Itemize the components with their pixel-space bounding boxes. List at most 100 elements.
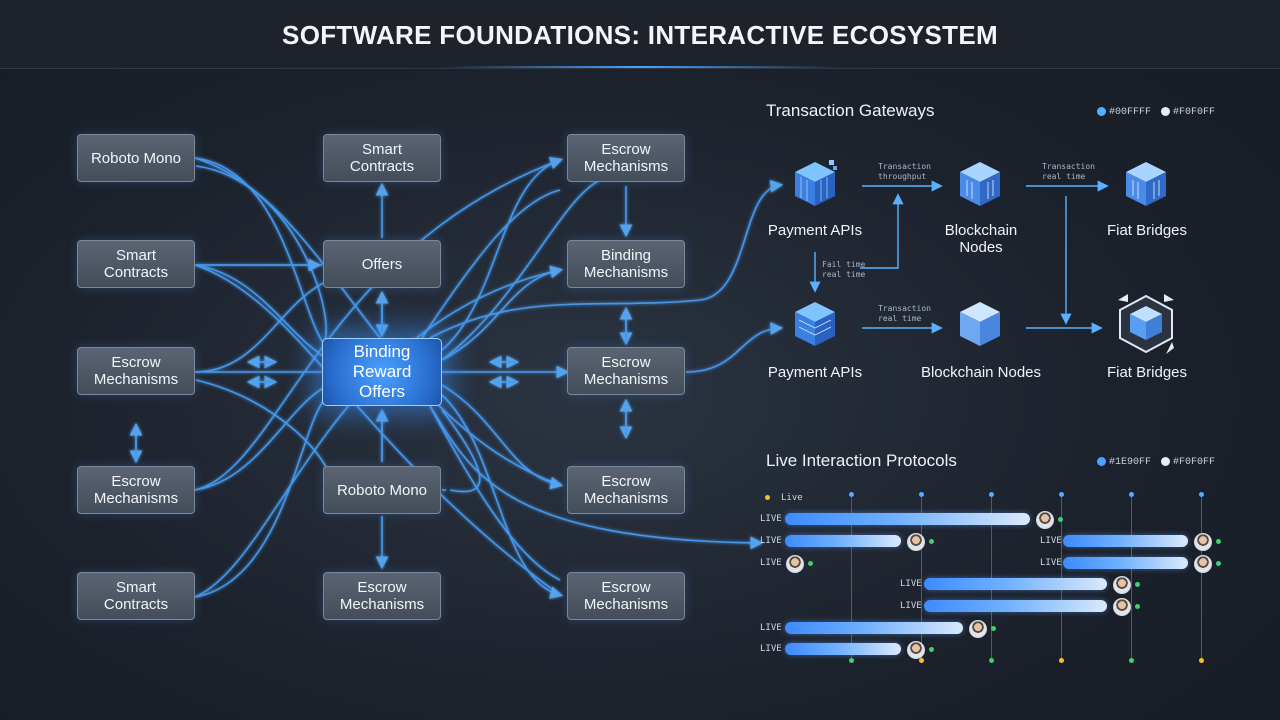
timeline-row-label: LIVE [900,601,922,611]
fiat-bridge-cube-icon [1126,162,1166,206]
hub-binding-reward-offers[interactable]: Binding Reward Offers [322,338,442,406]
user-avatar [969,620,988,638]
right-node-binding-mechanisms[interactable]: Binding Mechanisms [567,240,685,288]
title-underline-glow [440,66,840,68]
timeline-tick-dot [1059,492,1064,497]
legend-swatch [1097,457,1106,466]
timeline-bar [785,643,902,655]
timeline-tick-dot [919,492,924,497]
timeline-gridline [921,497,922,660]
edge-label-fail-time: Fail time real time [822,260,866,279]
timeline-bottom-dot [1059,658,1064,663]
gateways-legend: #00FFFF #F0F0FF [1097,107,1215,118]
left-node-smart-contracts-2[interactable]: Smart Contracts [77,572,195,620]
edge-label-throughput: Transaction throughput [878,162,931,181]
gateway-blockchain-nodes-2: Blockchain Nodes [920,364,1042,381]
timeline-tick-dot [849,492,854,497]
left-node-smart-contracts[interactable]: Smart Contracts [77,240,195,288]
timeline-tick-dot [1129,492,1134,497]
timeline-bottom-dot [1199,658,1204,663]
right-node-label: Escrow Mechanisms [583,141,669,175]
blockchain-node-cube-icon-2 [960,302,1000,346]
gateway-fiat-bridges: Fiat Bridges [1106,222,1188,239]
gateway-fiat-bridges-2: Fiat Bridges [1106,364,1188,381]
timeline-axis-label: Live [781,493,803,503]
left-node-escrow-mechanisms[interactable]: Escrow Mechanisms [77,347,195,395]
timeline-row-label: LIVE [760,644,782,654]
timeline-bottom-dot [1129,658,1134,663]
online-status-dot [929,647,935,652]
protocols-title: Live Interaction Protocols [766,451,957,470]
right-node-label: Escrow Mechanisms [583,473,669,507]
gateways-title: Transaction Gateways [766,101,935,120]
left-node-label: Smart Contracts [103,247,169,281]
right-node-label: Binding Mechanisms [583,247,669,281]
timeline-row-label: LIVE [760,514,782,524]
legend-label: #1E90FF [1109,457,1152,469]
legend-label: #F0F0FF [1173,457,1216,469]
timeline-bar [785,535,902,547]
page-title: SOFTWARE FOUNDATIONS: INTERACTIVE ECOSYS… [282,20,998,50]
timeline-bar [785,513,1030,525]
right-node-escrow-mechanisms-4[interactable]: Escrow Mechanisms [567,572,685,620]
timeline-bar [1063,535,1188,547]
edge-label-real-time: Transaction real time [1042,162,1095,181]
payment-api-cube-icon [795,160,837,206]
left-node-roboto-mono[interactable]: Roboto Mono [77,134,195,182]
title-bar: SOFTWARE FOUNDATIONS: INTERACTIVE ECOSYS… [0,0,1280,69]
hub-label: Binding Reward Offers [352,342,412,401]
online-status-dot [1215,561,1221,566]
timeline-bottom-dot [849,658,854,663]
left-node-escrow-mechanisms-2[interactable]: Escrow Mechanisms [77,466,195,514]
center-node-label: Offers [361,255,403,273]
timeline-row-label: LIVE [900,579,922,589]
legend-swatch [1161,107,1171,116]
timeline-bar [924,578,1107,590]
timeline-row-label: LIVE [760,536,782,546]
online-status-dot [1134,604,1140,609]
center-node-label: Roboto Mono [336,481,428,499]
blockchain-node-cube-icon [960,162,1000,206]
online-status-dot [929,539,935,544]
left-node-label: Escrow Mechanisms [93,354,179,388]
online-status-dot [1215,539,1221,544]
timeline-gridline [851,497,852,660]
center-node-offers[interactable]: Offers [323,240,441,288]
left-node-label: Roboto Mono [90,149,182,167]
legend-item: #1E90FF [1097,457,1151,468]
user-avatar [1193,555,1212,573]
user-avatar [907,533,926,551]
edge-label-real-time-2: Transaction real time [878,304,931,323]
center-node-roboto-mono[interactable]: Roboto Mono [323,466,441,514]
right-node-escrow-mechanisms-2[interactable]: Escrow Mechanisms [567,347,685,395]
protocols-legend: #1E90FF #F0F0FF [1097,457,1215,468]
legend-swatch [1097,107,1106,116]
center-node-label: Escrow Mechanisms [339,579,425,613]
timeline-tick-dot [1199,492,1204,497]
timeline-row-label-right: LIVE [1040,536,1062,546]
center-node-escrow-mechanisms[interactable]: Escrow Mechanisms [323,572,441,620]
axis-marker-dot [765,495,770,500]
center-node-smart-contracts[interactable]: Smart Contracts [323,134,441,182]
right-node-label: Escrow Mechanisms [583,579,669,613]
user-avatar [786,555,804,573]
timeline-row-label: LIVE [760,558,782,568]
timeline-tick-dot [989,492,994,497]
online-status-dot [991,626,997,631]
gateway-blockchain-nodes: Blockchain Nodes [944,222,1018,256]
user-avatar [1035,511,1054,529]
user-avatar [1112,598,1131,616]
user-avatar [1193,533,1212,551]
right-node-escrow-mechanisms-3[interactable]: Escrow Mechanisms [567,466,685,514]
legend-item: #F0F0FF [1161,107,1215,118]
gateway-payment-apis-2: Payment APIs [767,364,863,381]
right-node-label: Escrow Mechanisms [583,354,669,388]
timeline-bottom-dot [989,658,994,663]
fiat-bridge-cube-icon-2 [1118,294,1174,354]
timeline-bar [1063,557,1188,569]
legend-swatch [1161,457,1171,466]
timeline-bar [785,622,964,634]
user-avatar [907,641,926,659]
timeline-row-label-right: LIVE [1040,558,1062,568]
right-node-escrow-mechanisms[interactable]: Escrow Mechanisms [567,134,685,182]
